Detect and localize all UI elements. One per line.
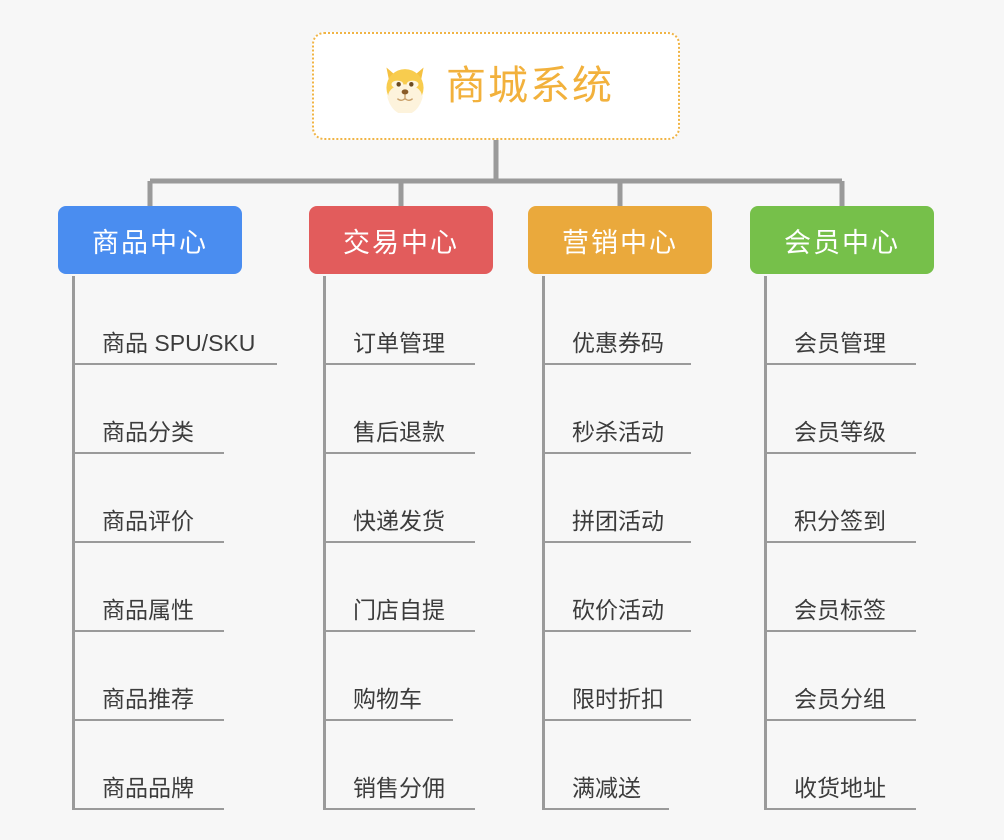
leaf-label: 积分签到 xyxy=(794,507,886,534)
list-item[interactable]: 商品评价 xyxy=(72,454,255,543)
category-box-marketing[interactable]: 营销中心 xyxy=(528,206,712,274)
leaf-label: 会员等级 xyxy=(794,418,886,445)
list-item[interactable]: 门店自提 xyxy=(323,543,475,632)
leaf-underline xyxy=(764,630,916,632)
leaf-spine xyxy=(72,276,75,810)
shiba-dog-icon xyxy=(386,67,424,113)
root-node[interactable]: 商城系统 xyxy=(312,32,680,140)
category-label: 商品中心 xyxy=(92,227,208,258)
list-item[interactable]: 会员等级 xyxy=(764,365,916,454)
root-title: 商城系统 xyxy=(446,64,614,108)
list-item[interactable]: 秒杀活动 xyxy=(542,365,691,454)
leaf-label: 拼团活动 xyxy=(572,507,664,534)
leaf-column-marketing: 优惠券码 秒杀活动 拼团活动 砍价活动 限时折扣 满减送 xyxy=(542,276,691,810)
leaf-label: 收货地址 xyxy=(794,774,886,801)
leaf-label: 商品 SPU/SKU xyxy=(102,329,256,356)
leaf-label: 限时折扣 xyxy=(572,685,664,712)
list-item[interactable]: 限时折扣 xyxy=(542,632,691,721)
leaf-underline xyxy=(764,719,916,721)
leaf-underline xyxy=(542,808,669,810)
leaf-label: 商品分类 xyxy=(102,418,194,445)
leaf-label: 购物车 xyxy=(353,685,422,712)
leaf-column-member: 会员管理 会员等级 积分签到 会员标签 会员分组 收货地址 xyxy=(764,276,916,810)
category-label: 营销中心 xyxy=(562,227,678,258)
list-item[interactable]: 会员分组 xyxy=(764,632,916,721)
leaf-label: 商品属性 xyxy=(102,596,194,623)
leaf-label: 订单管理 xyxy=(353,329,445,356)
leaf-underline xyxy=(542,452,691,454)
list-item[interactable]: 订单管理 xyxy=(323,276,475,365)
leaf-underline xyxy=(542,719,691,721)
leaf-label: 销售分佣 xyxy=(353,774,445,801)
category-box-product[interactable]: 商品中心 xyxy=(58,206,242,274)
leaf-spine xyxy=(542,276,545,810)
leaf-label: 砍价活动 xyxy=(572,596,664,623)
leaf-label: 商品评价 xyxy=(102,507,194,534)
list-item[interactable]: 商品推荐 xyxy=(72,632,255,721)
category-label: 会员中心 xyxy=(784,227,900,258)
leaf-underline xyxy=(542,363,691,365)
leaf-underline xyxy=(764,541,916,543)
list-item[interactable]: 砍价活动 xyxy=(542,543,691,632)
list-item[interactable]: 积分签到 xyxy=(764,454,916,543)
category-label: 交易中心 xyxy=(343,227,459,258)
leaf-underline xyxy=(323,363,475,365)
leaf-label: 售后退款 xyxy=(353,418,445,445)
leaf-underline xyxy=(72,719,224,721)
list-item[interactable]: 快递发货 xyxy=(323,454,475,543)
list-item[interactable]: 购物车 xyxy=(323,632,453,721)
leaf-label: 优惠券码 xyxy=(572,329,664,356)
leaf-underline xyxy=(323,452,475,454)
leaf-label: 会员管理 xyxy=(794,329,886,356)
leaf-spine xyxy=(323,276,326,810)
list-item[interactable]: 优惠券码 xyxy=(542,276,691,365)
list-item[interactable]: 售后退款 xyxy=(323,365,475,454)
leaf-underline xyxy=(323,808,475,810)
list-item[interactable]: 拼团活动 xyxy=(542,454,691,543)
leaf-underline xyxy=(323,719,453,721)
leaf-label: 秒杀活动 xyxy=(572,418,664,445)
leaf-underline xyxy=(72,808,224,810)
list-item[interactable]: 会员标签 xyxy=(764,543,916,632)
leaf-underline xyxy=(542,630,691,632)
leaf-underline xyxy=(323,541,475,543)
category-box-trade[interactable]: 交易中心 xyxy=(309,206,493,274)
list-item[interactable]: 会员管理 xyxy=(764,276,916,365)
leaf-underline xyxy=(542,541,691,543)
leaf-underline xyxy=(72,541,224,543)
category-box-member[interactable]: 会员中心 xyxy=(750,206,934,274)
leaf-label: 商品推荐 xyxy=(102,685,194,712)
leaf-column-trade: 订单管理 售后退款 快递发货 门店自提 购物车 销售分佣 xyxy=(323,276,475,810)
leaf-underline xyxy=(764,808,916,810)
list-item[interactable]: 商品品牌 xyxy=(72,721,255,810)
leaf-label: 会员分组 xyxy=(794,685,886,712)
leaf-underline xyxy=(72,452,224,454)
list-item[interactable]: 商品分类 xyxy=(72,365,255,454)
list-item[interactable]: 销售分佣 xyxy=(323,721,475,810)
leaf-underline xyxy=(72,363,277,365)
leaf-label: 快递发货 xyxy=(353,507,445,534)
list-item[interactable]: 商品 SPU/SKU xyxy=(72,276,277,365)
list-item[interactable]: 商品属性 xyxy=(72,543,255,632)
leaf-label: 会员标签 xyxy=(794,596,886,623)
leaf-label: 商品品牌 xyxy=(102,774,194,801)
leaf-label: 满减送 xyxy=(572,774,641,801)
leaf-underline xyxy=(764,363,916,365)
leaf-column-product: 商品 SPU/SKU 商品分类 商品评价 商品属性 商品推荐 商品品牌 xyxy=(72,276,277,810)
leaf-label: 门店自提 xyxy=(353,596,445,623)
leaf-underline xyxy=(323,630,475,632)
leaf-spine xyxy=(764,276,767,810)
list-item[interactable]: 收货地址 xyxy=(764,721,916,810)
leaf-underline xyxy=(764,452,916,454)
leaf-underline xyxy=(72,630,224,632)
list-item[interactable]: 满减送 xyxy=(542,721,669,810)
